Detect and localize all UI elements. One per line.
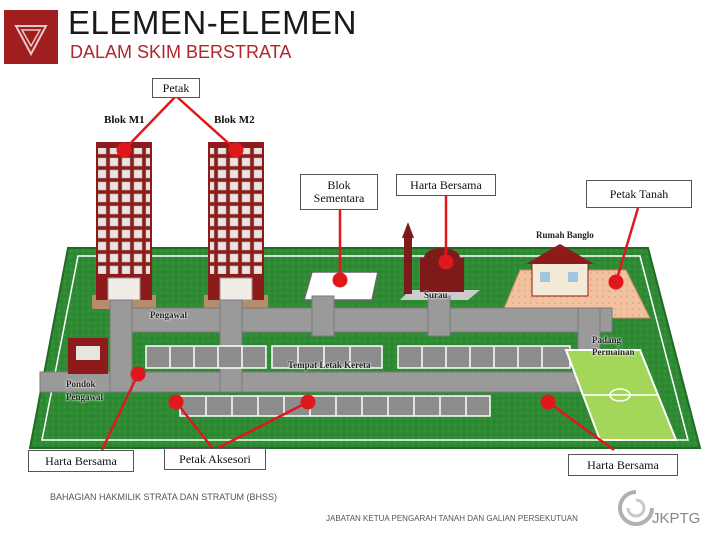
label-petak: Petak <box>152 78 200 98</box>
building-blok-m2 <box>204 142 268 309</box>
page-title: ELEMEN-ELEMEN <box>68 4 357 41</box>
label-blok-sementara: Blok Sementara <box>300 174 378 210</box>
label-pondok-pengawal: Pondok Pengawal <box>66 379 103 402</box>
playing-field <box>564 349 678 441</box>
building-rumah-banglo <box>526 244 594 297</box>
label-rumah-banglo: Rumah Banglo <box>536 230 594 240</box>
parking-bays <box>145 345 571 417</box>
building-pondok-pengawal <box>68 338 108 374</box>
footer-department: JABATAN KETUA PENGARAH TANAH DAN GALIAN … <box>326 514 578 523</box>
footer-division: BAHAGIAN HAKMILIK STRATA DAN STRATUM (BH… <box>50 492 278 502</box>
label-petak-tanah: Petak Tanah <box>586 180 692 208</box>
footer-brand: JKPTG <box>652 510 701 527</box>
label-surau: Surau <box>424 290 448 300</box>
label-blok-m1: Blok M1 <box>104 114 145 126</box>
label-petak-aksesori: Petak Aksesori <box>164 448 266 470</box>
label-harta-bersama-top: Harta Bersama <box>396 174 496 196</box>
label-padang-permainan: Padang Permainan <box>592 335 635 357</box>
label-tempat-letak-kereta: Tempat Letak Kereta <box>288 360 371 370</box>
pointer-arrows <box>100 95 640 452</box>
logo-emblem-icon <box>14 25 48 57</box>
page-subtitle: DALAM SKIM BERSTRATA <box>70 42 292 62</box>
logo <box>4 10 58 64</box>
building-blok-m1 <box>92 142 156 309</box>
label-blok-m2: Blok M2 <box>214 114 255 126</box>
jkptg-logo-icon <box>618 490 654 526</box>
label-harta-bersama-left: Harta Bersama <box>28 450 134 472</box>
label-harta-bersama-right: Harta Bersama <box>568 454 678 476</box>
label-pengawal: Pengawal <box>150 310 187 320</box>
